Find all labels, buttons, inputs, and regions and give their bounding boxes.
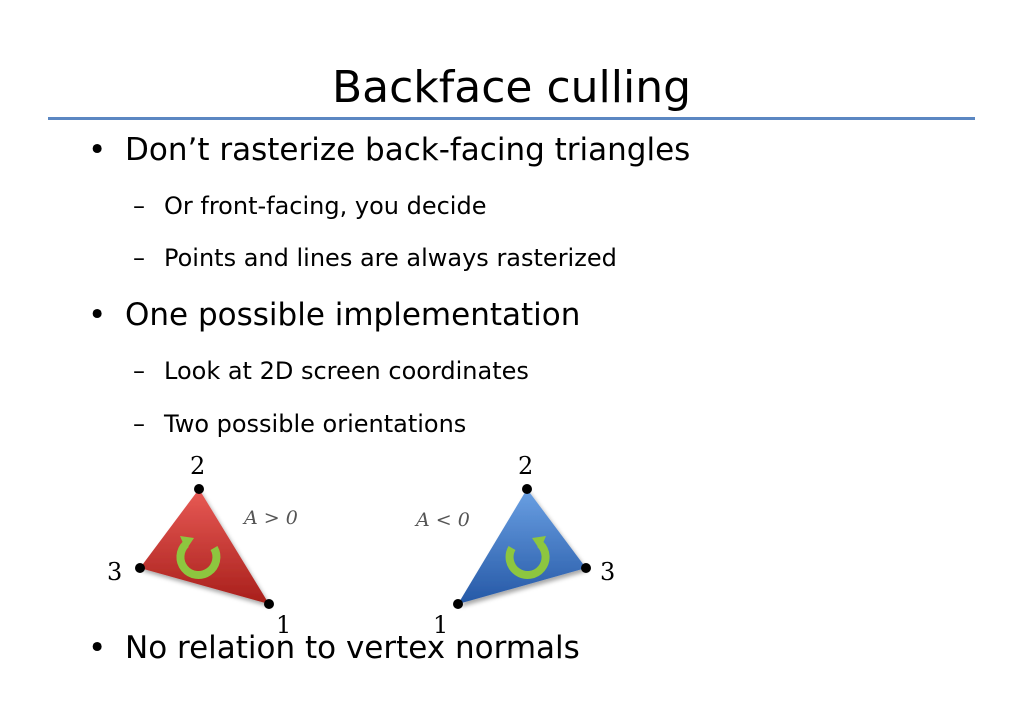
vertex-dot: [581, 563, 591, 573]
vertex-dot: [522, 484, 532, 494]
sub-bullet-text: Points and lines are always rasterized: [164, 244, 617, 272]
sub-bullet-text: Or front-facing, you decide: [164, 192, 487, 220]
left-triangle: 2 3 1 A > 0: [107, 452, 298, 639]
clockwise-arrow-icon: [505, 536, 550, 580]
vertex-label-2: 2: [518, 452, 533, 480]
vertex-dot: [194, 484, 204, 494]
vertex-label-3: 3: [600, 558, 615, 586]
blue-triangle: [458, 489, 586, 604]
bullet-glyph: •: [88, 297, 107, 333]
bullet-glyph: •: [88, 132, 107, 168]
sub-bullet-text: Two possible orientations: [164, 410, 467, 438]
red-triangle: [140, 489, 269, 604]
slide-title: Backface culling: [331, 62, 692, 113]
sub-bullet-glyph: –: [133, 192, 145, 220]
orientation-figure: 2 3 1 A > 0 2 3 1 A < 0: [107, 452, 615, 639]
title-underline: [48, 117, 975, 120]
bullet-glyph: •: [88, 630, 107, 666]
area-label: A < 0: [414, 509, 470, 531]
sub-bullet-glyph: –: [133, 357, 145, 385]
bullet-text: One possible implementation: [125, 297, 581, 333]
vertex-label-1: 1: [433, 611, 448, 639]
vertex-label-3: 3: [107, 558, 122, 586]
counterclockwise-arrow-icon: [176, 536, 221, 580]
vertex-dot: [135, 563, 145, 573]
vertex-label-1: 1: [276, 611, 291, 639]
bullet-text: Don’t rasterize back-facing triangles: [125, 132, 691, 168]
vertex-dot: [453, 599, 463, 609]
sub-bullet-text: Look at 2D screen coordinates: [164, 357, 529, 385]
bullet-text: No relation to vertex normals: [125, 630, 580, 666]
vertex-label-2: 2: [190, 452, 205, 480]
right-triangle: 2 3 1 A < 0: [414, 452, 615, 639]
sub-bullet-glyph: –: [133, 244, 145, 272]
area-label: A > 0: [242, 507, 298, 529]
sub-bullet-glyph: –: [133, 410, 145, 438]
vertex-dot: [264, 599, 274, 609]
